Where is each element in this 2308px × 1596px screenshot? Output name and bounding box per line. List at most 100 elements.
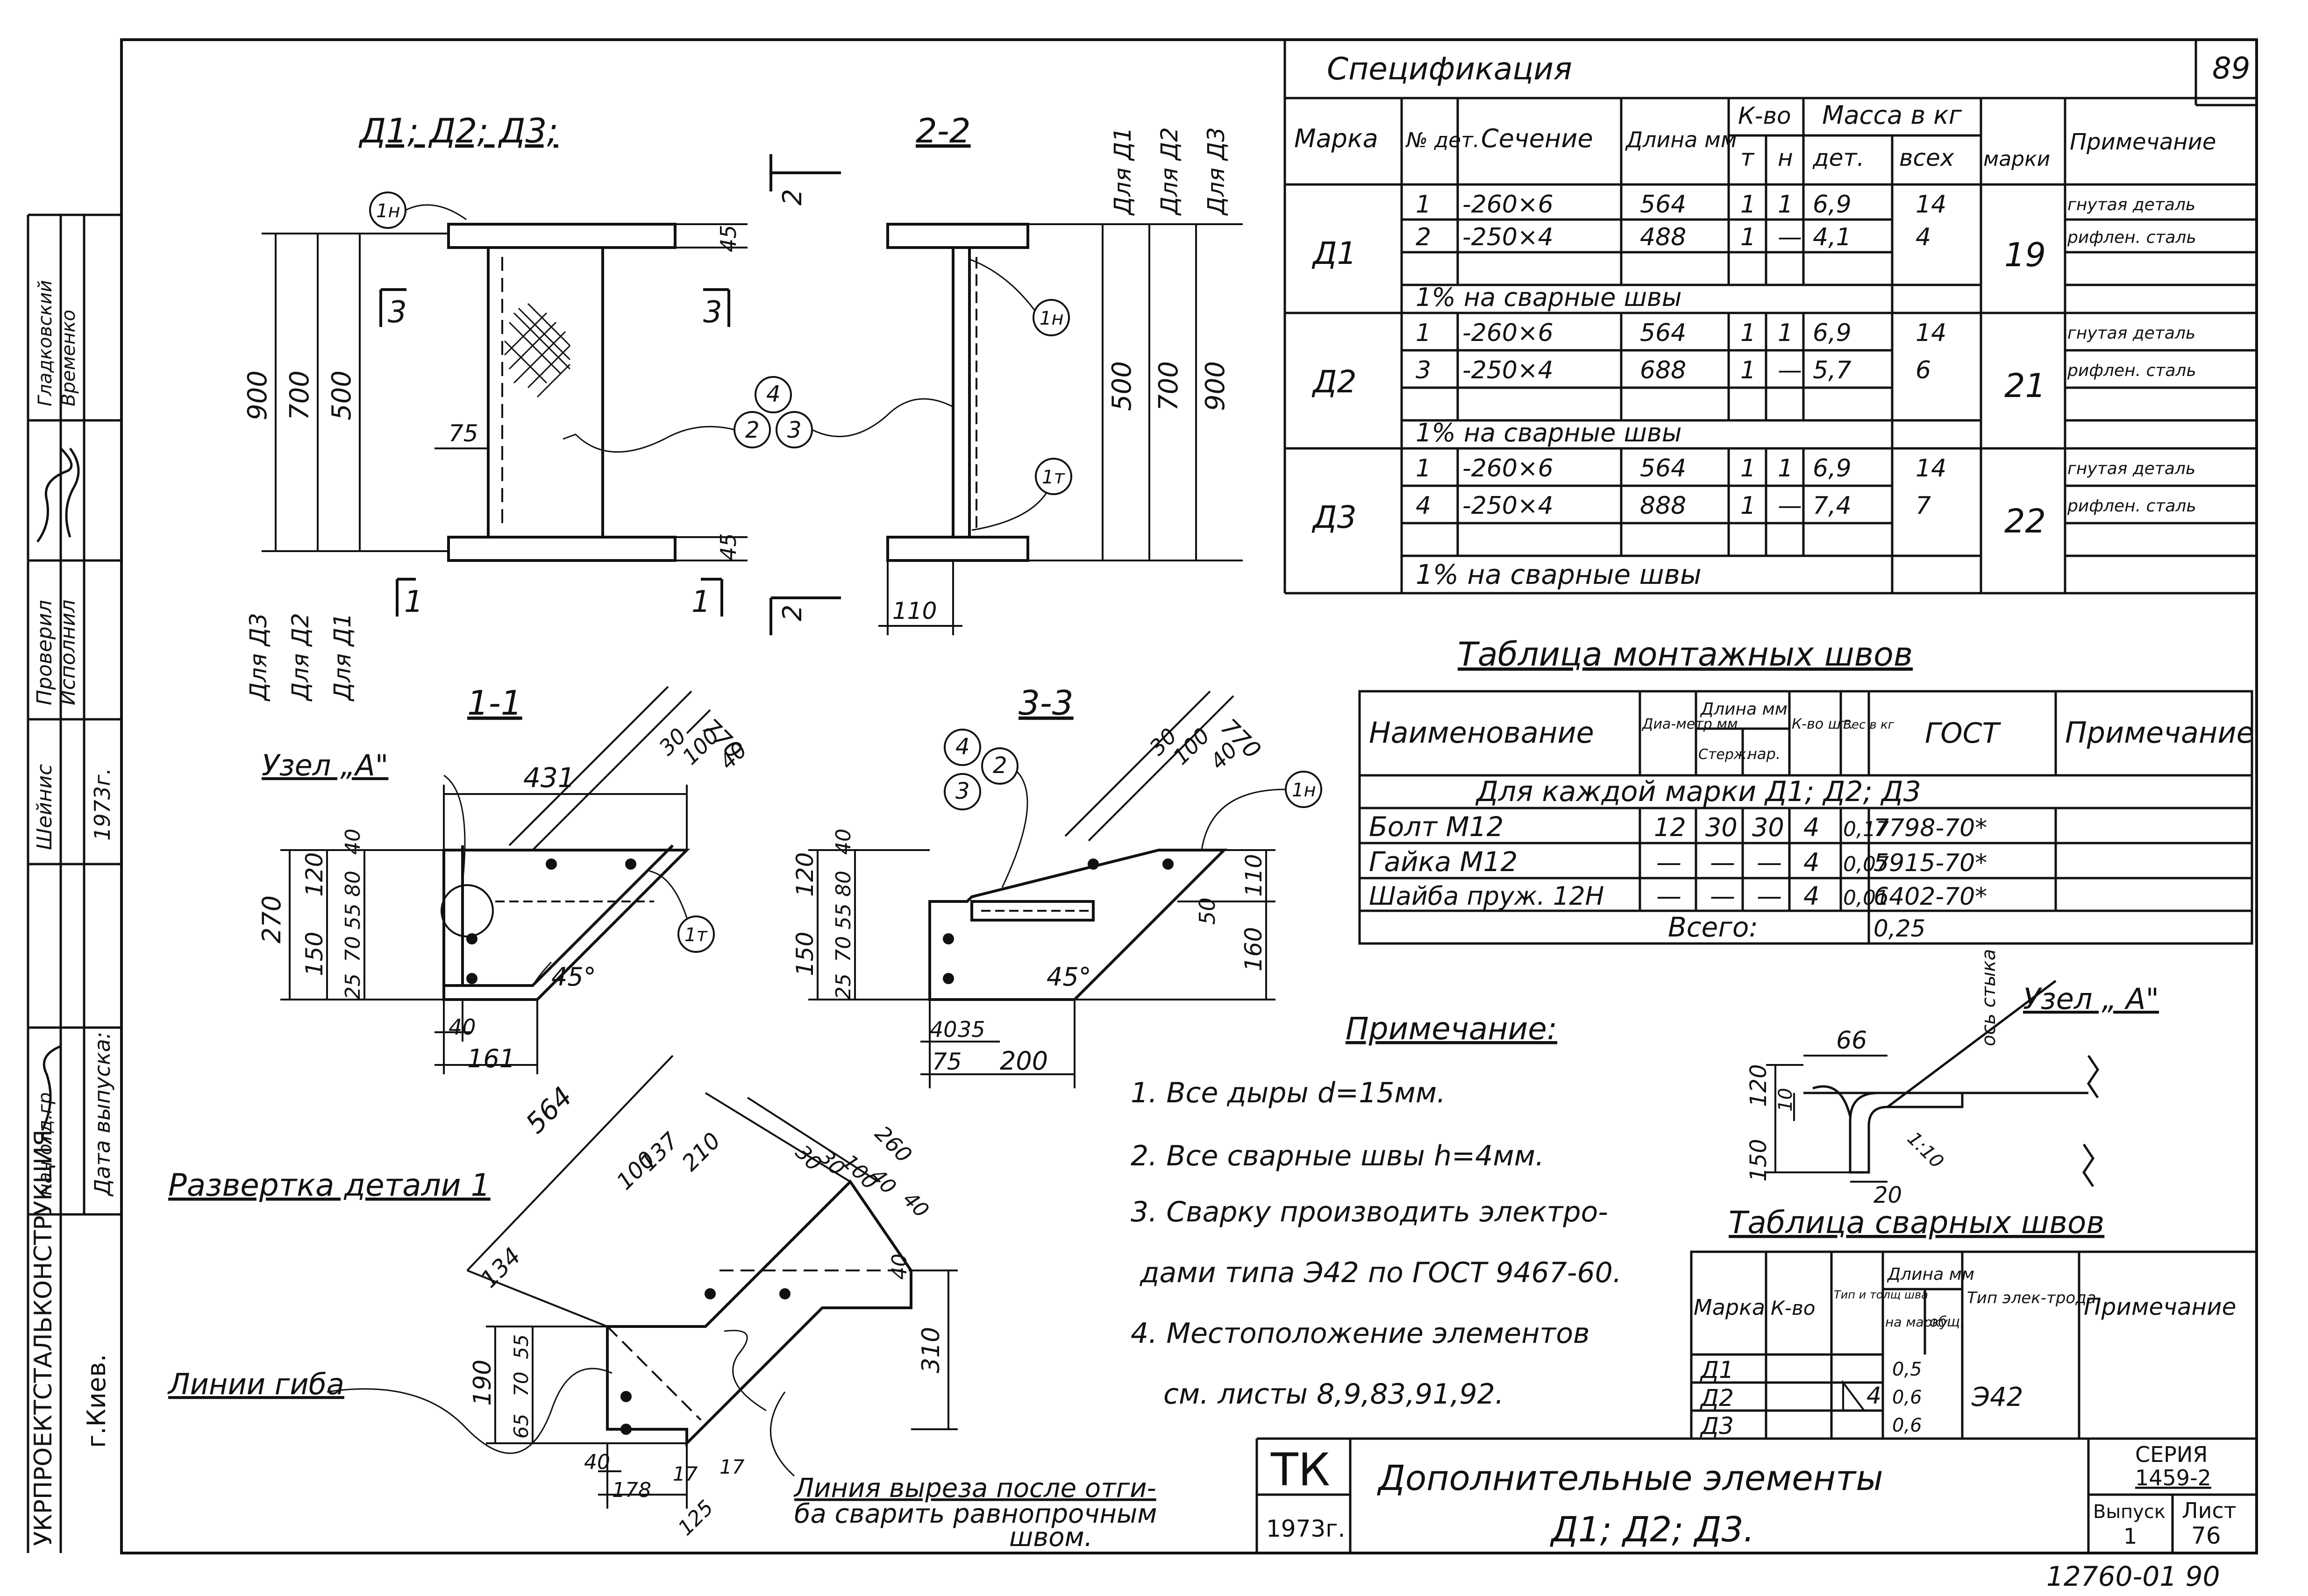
dim-160-33: 160 [1240,927,1267,972]
spec-cell: 5,7 [1813,356,1852,384]
spec-cell: 1 [1778,191,1793,219]
spec-cell: -250×4 [1462,492,1553,520]
callout-2-33: 2 [993,752,1007,779]
callout-1t-11: 1т [684,924,708,946]
spec-cell: -260×6 [1462,319,1553,347]
dim-125: 125 [674,1496,718,1540]
cut-mark-2-top: 2 [777,189,808,206]
tk-year: 1973г. [1266,1515,1345,1542]
mount-row-cell: 0,01 [1843,886,1889,910]
spec-cell: 1 [1778,454,1793,482]
mount-h-name: Наименование [1369,716,1594,750]
cut-mark-3-right: 3 [703,295,722,330]
cut-mark-2-bottom: 2 [777,604,808,621]
slope-1-10: 1:10 [1903,1128,1948,1173]
notes-heading: Примечание: [1346,1011,1557,1047]
mount-table: Таблица монтажных швов Наименование [1358,635,2254,945]
spec-cell: 4,1 [1813,223,1852,251]
mount-h-weight: Вес в кг [1843,718,1895,732]
dim-25: 25 [341,973,365,1000]
spec-cell: гнутая деталь [2067,324,2195,343]
dim-178: 178 [612,1478,651,1502]
weld-h-lentot: общ. [1930,1314,1965,1330]
spec-cell: 6,9 [1813,454,1852,482]
spec-h-t: т [1740,144,1755,171]
series-value: 1459-2 [2135,1465,2211,1490]
callout-3-33: 3 [955,778,970,804]
mount-row-cell: 12 [1654,813,1686,842]
dim-210: 210 [677,1128,726,1176]
callout-4: 4 [766,381,781,407]
callout-1n: 1н [376,200,400,222]
spec-cell: рифлен. сталь [2067,361,2196,380]
dim-900-r: 900 [1200,361,1231,411]
section-1-1: 1-1 Узел „А" [257,683,752,1074]
spec-cell: — [1778,492,1802,520]
section-2-2-title: 2-2 [916,111,971,150]
dim-40-33s: 40 [832,829,855,855]
spec-h-mmark: марки [1983,147,2050,171]
weld-row-mark: Д1 [1700,1356,1734,1383]
dim-2a: 20 [1873,1182,1902,1208]
strip-year: 1973г. [90,768,115,841]
city: г.Киев. [82,1354,111,1448]
dim-35-33: 35 [958,1017,985,1042]
dim-80: 80 [341,871,365,897]
callout-1n-22: 1н [1040,308,1064,329]
notes: Примечание: 1. Все дыры d=15мм. 2. Все с… [1131,1011,1622,1411]
dim-50-33: 50 [1195,897,1220,925]
spec-cell: 488 [1640,223,1686,251]
dim-110: 110 [892,597,937,624]
section-1-1-title: 1-1 [467,683,522,723]
dim-110-33: 110 [1241,854,1267,897]
weld-h-qty: К-во [1771,1297,1815,1319]
label-for-d1: Для Д1 [329,613,356,702]
title-block: ТК 1973г. Дополнительные элементы Д1; Д2… [1255,1437,2257,1592]
spec-mark-d1: Д1 [1311,235,1357,271]
name-sheinis: Шейнис [33,764,57,850]
note-4: 4. Местоположение элементов [1131,1317,1589,1350]
spec-cell: 1 [1740,356,1756,384]
dim-70-33: 70 [832,936,855,962]
dim-55-33: 55 [832,903,855,929]
weld-title: Таблица сварных швов [1729,1205,2104,1241]
dim-150-33: 150 [791,932,819,976]
note-3: 3. Сварку производить электро- [1131,1196,1608,1228]
dim-70: 70 [341,936,365,962]
mount-row-cell: 4 [1803,813,1819,842]
spec-cell: 1 [1416,319,1431,347]
mount-row-cell: 7798-70* [1873,814,1987,842]
dim-310: 310 [917,1327,945,1373]
sheet-value: 76 [2191,1522,2221,1549]
dim-40-33b: 40 [930,1017,957,1042]
weld-h-lenmark: на марку [1885,1314,1948,1330]
note-4b: см. листы 8,9,83,91,92. [1163,1378,1504,1411]
angle-45: 45° [551,962,596,992]
corner-number: 89 [2212,51,2250,86]
spec-weld: 1% на сварные швы [1416,418,1681,447]
spec-cell: -260×6 [1462,454,1553,482]
dim-55: 55 [341,903,365,929]
callout-1n-33: 1н [1292,780,1316,801]
mount-row-cell: 30 [1752,813,1784,842]
dim-40-u3: 40 [888,1254,912,1280]
role-executor: Исполнил [56,600,80,705]
role-head: нач.отд.гр. [35,1086,56,1196]
spec-cell: -260×6 [1462,191,1553,219]
spec-cell: — [1778,223,1802,251]
spec-cell: рифлен. сталь [2067,228,2196,247]
dim-700: 700 [285,370,315,420]
mount-h-diam: Диа-метр мм [1641,716,1738,732]
mount-total-label: Всего: [1668,911,1758,943]
spec-h-qty: К-во [1738,102,1791,129]
dim-75-33: 75 [932,1048,962,1075]
sheet-label: Лист [2182,1498,2237,1523]
signature [41,1045,61,1131]
weld-h-electrode: Тип элек-трода [1967,1289,2096,1307]
spec-h-mark: Марка [1294,124,1378,153]
callout-1t-22: 1т [1042,467,1065,488]
weld-type-value: 4 [1866,1382,1881,1409]
mount-h-rod: Стерж. [1698,746,1751,763]
fillet-weld-symbol [1842,1380,1866,1412]
spec-cell: 3 [1416,356,1431,384]
